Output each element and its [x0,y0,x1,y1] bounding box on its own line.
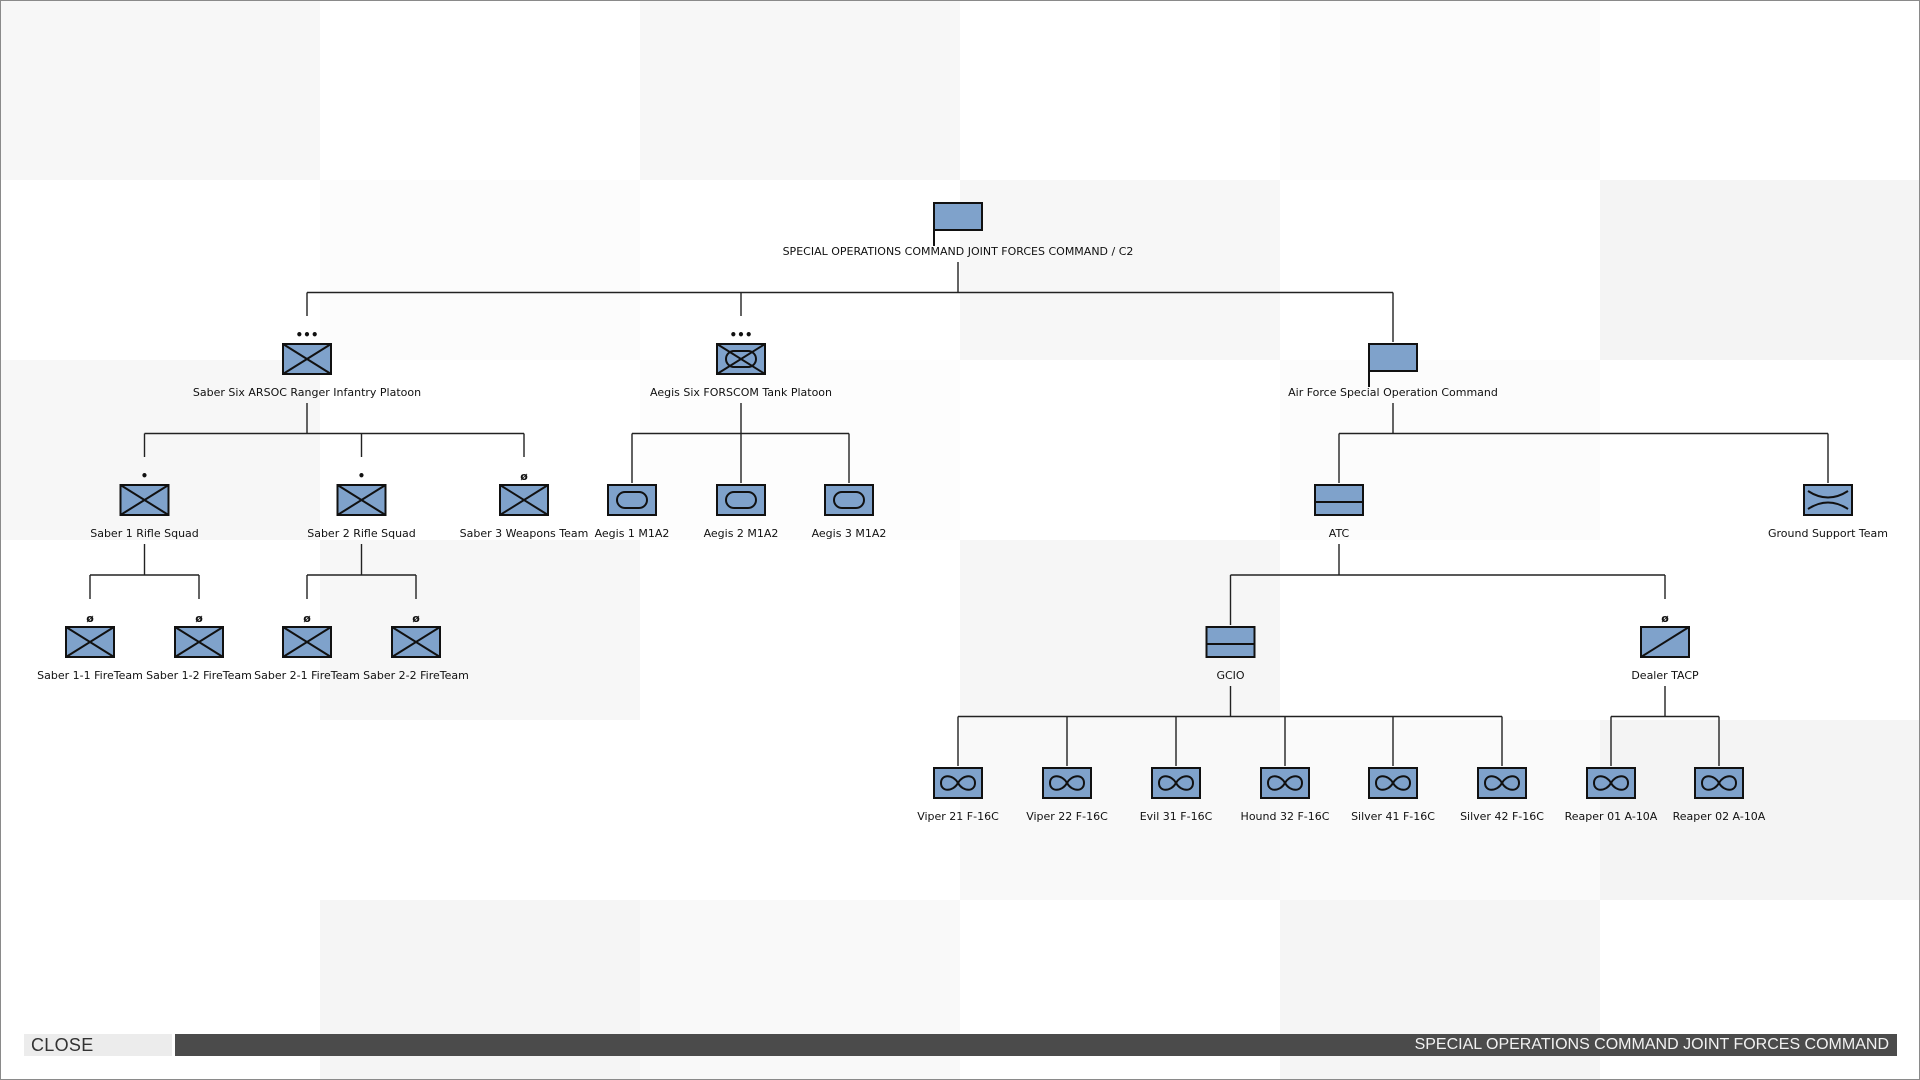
air-control-icon [1205,626,1256,658]
unit-label: Dealer TACP [1631,669,1699,682]
armor-icon [716,484,766,516]
unit-label: Saber 3 Weapons Team [460,527,589,540]
unit-node[interactable]: Reaper 01 A-10A [1565,767,1658,823]
armor-icon [824,484,874,516]
unit-label: Reaper 02 A-10A [1673,810,1766,823]
unit-label: Saber 1-1 FireTeam [37,669,143,682]
team-echelon-mark: ø [195,612,203,625]
unit-label: Viper 22 F-16C [1026,810,1108,823]
infantry-icon [65,626,115,658]
unit-node[interactable]: Aegis 2 M1A2 [704,484,779,540]
unit-label: ATC [1329,527,1350,540]
infantry-icon [391,626,441,658]
unit-label: Viper 21 F-16C [917,810,999,823]
close-button[interactable]: CLOSE [24,1034,172,1056]
unit-label: SPECIAL OPERATIONS COMMAND JOINT FORCES … [783,245,1134,258]
unit-node[interactable]: Aegis 3 M1A2 [812,484,887,540]
connector-lines [89,262,1829,766]
unit-label: Evil 31 F-16C [1140,810,1213,823]
fixed-wing-icon [1042,767,1092,799]
infantry-icon [282,626,332,658]
platoon-echelon-mark: ••• [295,328,318,342]
unit-label: Silver 41 F-16C [1351,810,1435,823]
unit-label: Saber 2-2 FireTeam [363,669,469,682]
fixed-wing-icon [1368,767,1418,799]
infantry-icon [119,484,170,516]
headquarters-flag-icon [1368,343,1418,387]
unit-label: Hound 32 F-16C [1241,810,1330,823]
unit-label: Silver 42 F-16C [1460,810,1544,823]
unit-label: Aegis Six FORSCOM Tank Platoon [650,386,832,399]
unit-label: GCIO [1216,669,1244,682]
team-echelon-mark: ø [412,612,420,625]
unit-node[interactable]: • Saber 2 Rifle Squad [307,469,416,540]
unit-node[interactable]: ••• Aegis Six FORSCOM Tank Platoon [650,328,832,399]
team-echelon-mark: ø [86,612,94,625]
unit-node[interactable]: Silver 42 F-16C [1460,767,1544,823]
infantry-icon [174,626,224,658]
team-echelon-mark: ø [520,470,528,483]
unit-label: Aegis 2 M1A2 [704,527,779,540]
fixed-wing-icon [1586,767,1636,799]
unit-label: Saber 1 Rifle Squad [90,527,199,540]
infantry-icon [336,484,387,516]
infantry-icon [499,484,549,516]
unit-node[interactable]: Ground Support Team [1768,484,1888,540]
unit-label: Saber Six ARSOC Ranger Infantry Platoon [193,386,421,399]
armored-infantry-icon [716,343,766,375]
unit-node[interactable]: ••• Saber Six ARSOC Ranger Infantry Plato… [193,328,421,399]
unit-node[interactable]: Air Force Special Operation Command [1288,343,1498,399]
unit-node[interactable]: Aegis 1 M1A2 [595,484,670,540]
unit-label: Saber 1-2 FireTeam [146,669,252,682]
team-echelon-mark: ø [303,612,311,625]
tacp-icon [1640,626,1690,658]
armor-icon [607,484,657,516]
unit-node[interactable]: Hound 32 F-16C [1241,767,1330,823]
platoon-echelon-mark: ••• [729,328,752,342]
fixed-wing-icon [1694,767,1744,799]
unit-label: Aegis 3 M1A2 [812,527,887,540]
air-control-icon [1314,484,1364,516]
ground-support-icon [1803,484,1853,516]
unit-node[interactable]: Viper 21 F-16C [917,767,999,823]
unit-label: Saber 2 Rifle Squad [307,527,416,540]
footer-title: SPECIAL OPERATIONS COMMAND JOINT FORCES … [1414,1036,1889,1053]
fixed-wing-icon [1260,767,1310,799]
fixed-wing-icon [1477,767,1527,799]
unit-node[interactable]: Reaper 02 A-10A [1673,767,1766,823]
fixed-wing-icon [933,767,983,799]
unit-nodes: SPECIAL OPERATIONS COMMAND JOINT FORCES … [37,202,1888,823]
title-bar: SPECIAL OPERATIONS COMMAND JOINT FORCES … [175,1034,1897,1056]
headquarters-flag-icon [933,202,983,246]
unit-node[interactable]: ATC [1314,484,1364,540]
team-echelon-mark: ø [1661,612,1669,625]
infantry-icon [282,343,332,375]
unit-label: Ground Support Team [1768,527,1888,540]
unit-label: Air Force Special Operation Command [1288,386,1498,399]
unit-node[interactable]: Viper 22 F-16C [1026,767,1108,823]
unit-label: Saber 2-1 FireTeam [254,669,360,682]
fixed-wing-icon [1151,767,1201,799]
squad-echelon-mark: • [141,469,149,483]
unit-node[interactable]: SPECIAL OPERATIONS COMMAND JOINT FORCES … [783,202,1134,258]
unit-node[interactable]: GCIO [1205,626,1256,682]
squad-echelon-mark: • [358,469,366,483]
unit-label: Aegis 1 M1A2 [595,527,670,540]
unit-node[interactable]: • Saber 1 Rifle Squad [90,469,199,540]
unit-label: Reaper 01 A-10A [1565,810,1658,823]
unit-node[interactable]: Evil 31 F-16C [1140,767,1213,823]
unit-node[interactable]: Silver 41 F-16C [1351,767,1435,823]
